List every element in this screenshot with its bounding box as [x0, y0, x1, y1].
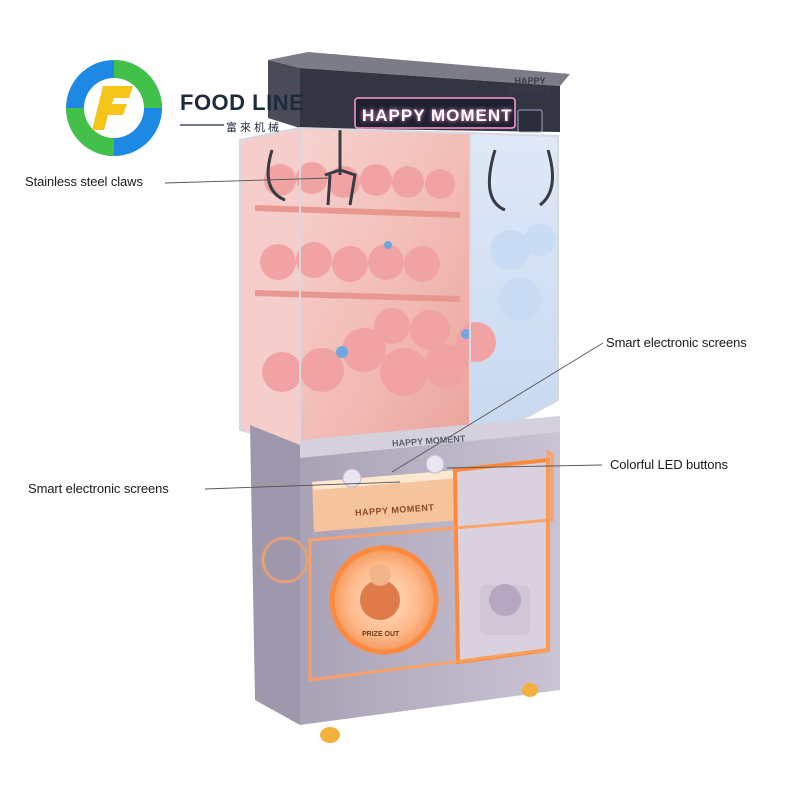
base-cabinet: [250, 416, 560, 743]
prize-door-label: PRIZE OUT: [362, 631, 400, 638]
marquee-title: HAPPY MOMENT: [362, 106, 513, 125]
callout-leader-lines: [164, 177, 604, 490]
callout-colorful-led-buttons: Colorful LED buttons: [610, 457, 728, 472]
callout-stainless-steel-claws: Stainless steel claws: [25, 174, 143, 189]
machine-roof: [268, 52, 570, 133]
marquee-small-label: HAPPY MOMENT: [510, 76, 550, 95]
logo-emblem: [66, 60, 340, 156]
brand-name: FOOD LINE: [180, 90, 305, 115]
callout-smart-screens-lower: Smart electronic screens: [28, 481, 169, 496]
callout-smart-screens-upper: Smart electronic screens: [606, 335, 747, 350]
brand-subtitle: 富來机械: [226, 121, 282, 134]
prize-chamber: [239, 126, 559, 450]
